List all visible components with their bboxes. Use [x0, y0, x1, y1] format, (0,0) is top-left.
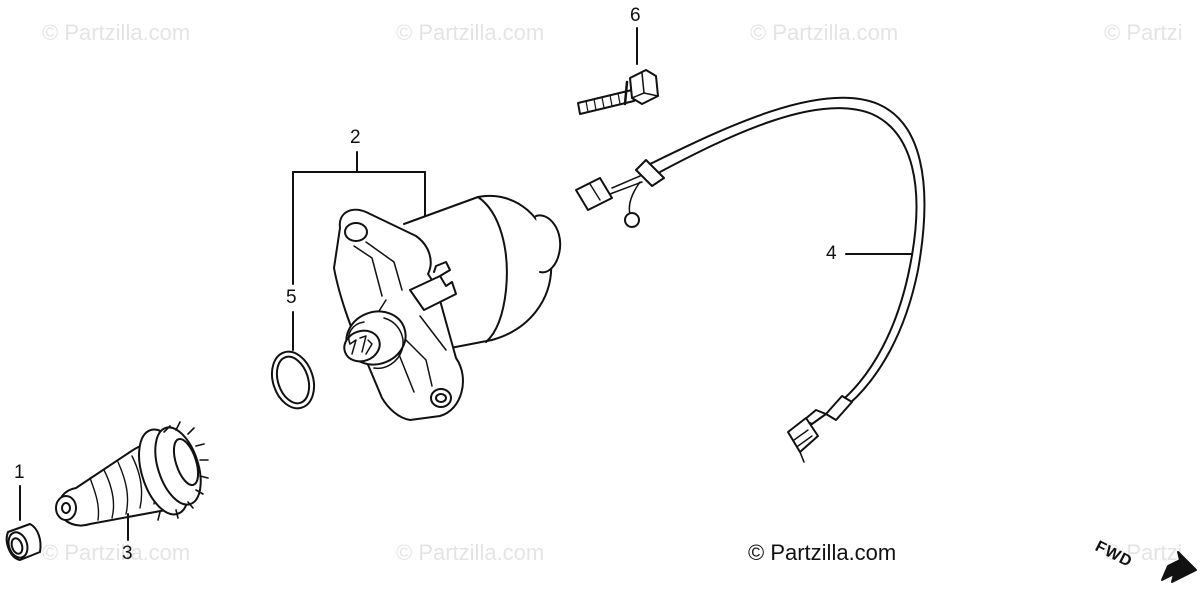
- watermark: © Partzi: [1104, 20, 1183, 45]
- part-2-starter-motor[interactable]: [333, 194, 562, 421]
- fwd-arrow-icon: [1161, 551, 1197, 583]
- watermark: © Partzilla.com: [42, 20, 191, 45]
- watermark: © Partzilla.com: [396, 20, 545, 45]
- copyright-notice: © Partzilla.com: [748, 540, 897, 565]
- bracket-2: [292, 151, 426, 285]
- callout-6[interactable]: 6: [630, 5, 641, 26]
- part-3-starter-drive[interactable]: [55, 421, 209, 527]
- callout-1[interactable]: 1: [14, 462, 25, 483]
- callout-2[interactable]: 2: [350, 127, 361, 148]
- part-4-cable[interactable]: [575, 96, 926, 463]
- watermark: © Partzilla.com: [396, 540, 545, 565]
- callout-5[interactable]: 5: [286, 287, 297, 308]
- watermark: © Partzilla.com: [750, 20, 899, 45]
- watermark: © Partzi: [1104, 540, 1183, 565]
- callout-3[interactable]: 3: [122, 543, 133, 564]
- callout-4[interactable]: 4: [826, 243, 837, 264]
- part-5-o-ring[interactable]: [265, 346, 321, 414]
- part-1-collar[interactable]: [5, 523, 42, 561]
- part-6-bolt[interactable]: [577, 69, 659, 115]
- watermark: © Partzilla.com: [42, 540, 191, 565]
